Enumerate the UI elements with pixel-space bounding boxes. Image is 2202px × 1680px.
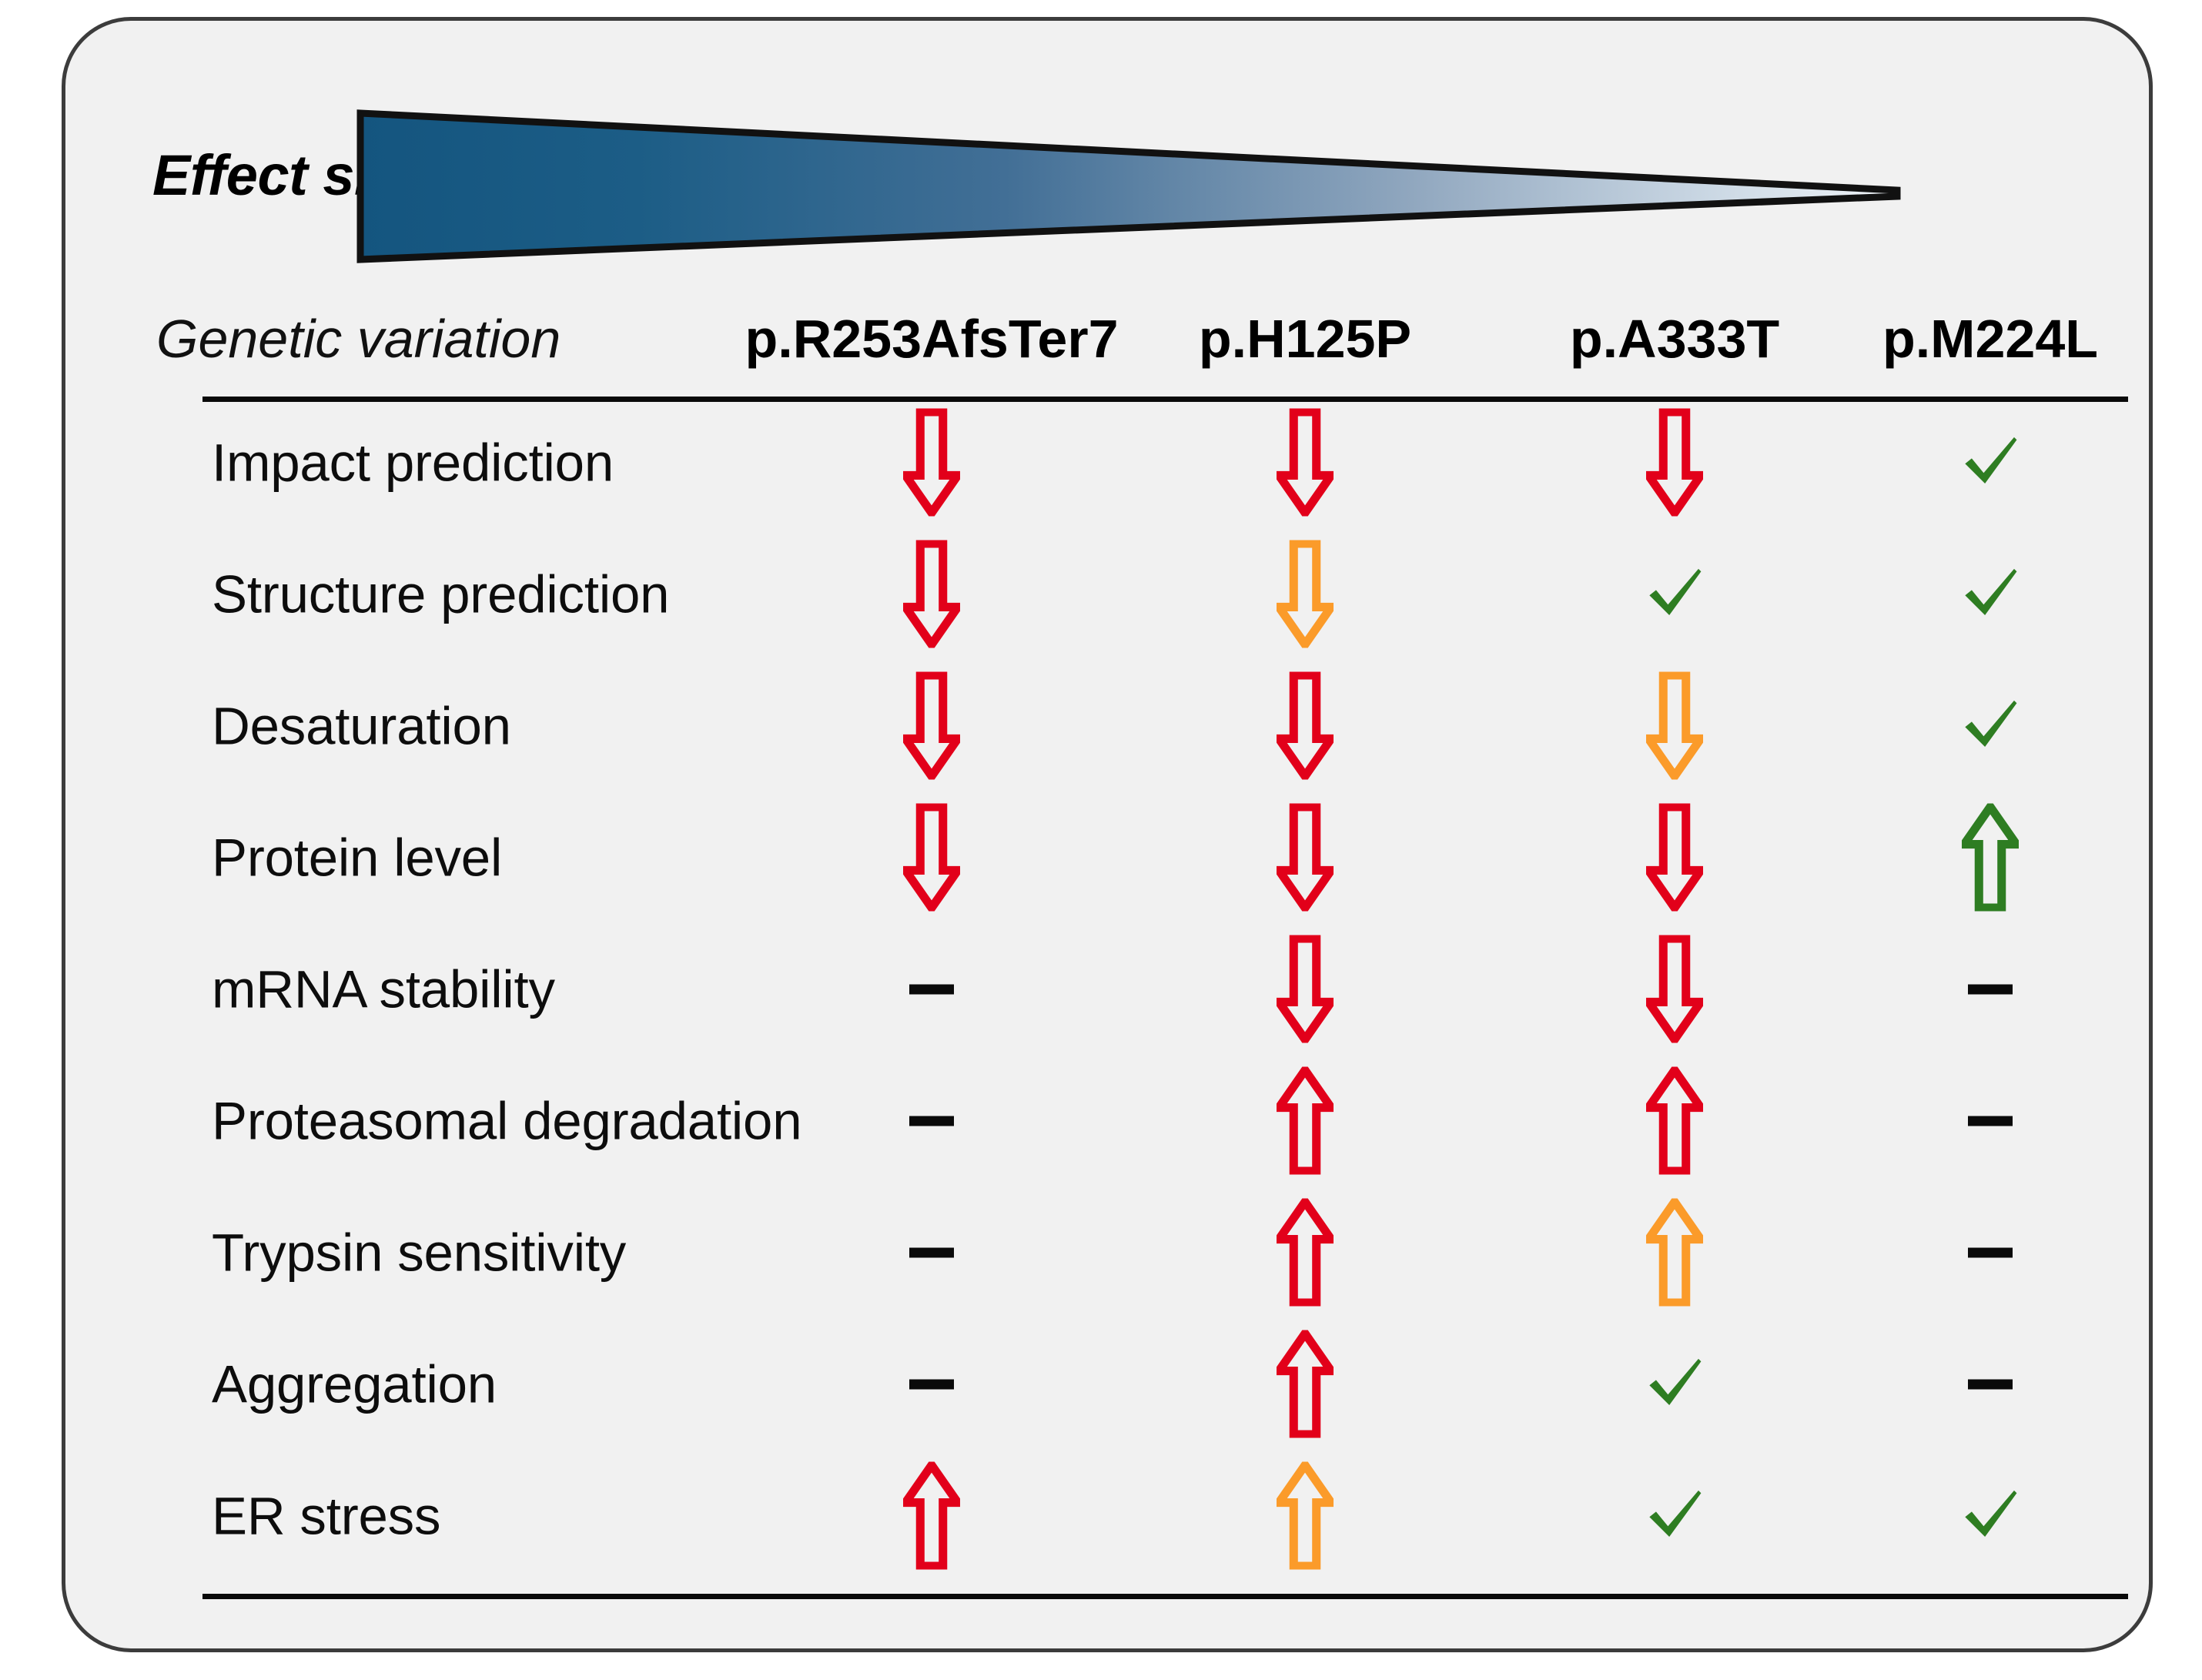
dash-icon xyxy=(909,1247,954,1257)
cell-arrow-up-orange-icon xyxy=(1190,1450,1421,1581)
cell-check-green-icon xyxy=(1875,1450,2106,1581)
table-row: Structure prediction xyxy=(65,528,2149,660)
cell-arrow-down-red-icon xyxy=(1190,397,1421,528)
column-header-p-r253afster7: p.R253AfsTer7 xyxy=(745,309,1119,369)
column-header-p-a333t: p.A333T xyxy=(1569,309,1780,369)
cell-check-green-icon xyxy=(1875,397,2106,528)
header-rule xyxy=(202,397,2128,402)
table-row: Desaturation xyxy=(65,660,2149,791)
dash-icon xyxy=(1968,1247,2013,1257)
figure-frame: Effect size Genetic variation p xyxy=(62,17,2153,1652)
dash-icon xyxy=(909,1116,954,1126)
cell-arrow-down-red-icon xyxy=(1559,923,1790,1055)
cell-check-green-icon xyxy=(1559,528,1790,660)
row-label: Proteasomal degradation xyxy=(212,1091,802,1150)
row-label: Desaturation xyxy=(212,696,511,755)
column-header-p-m224l: p.M224L xyxy=(1882,309,2099,369)
column-header-row: Genetic variation p.R253AfsTer7 p.H125P … xyxy=(65,294,2149,394)
cell-arrow-down-red-icon xyxy=(1190,791,1421,923)
cell-arrow-up-red-icon xyxy=(1190,1186,1421,1318)
cell-arrow-down-red-icon xyxy=(816,397,1047,528)
cell-arrow-down-red-icon xyxy=(816,660,1047,791)
cell-dash-cell xyxy=(816,1318,1047,1450)
effect-size-gradient-wedge xyxy=(356,109,1901,263)
dash-icon xyxy=(1968,1116,2013,1126)
dash-icon xyxy=(1968,1379,2013,1389)
table-row: ER stress xyxy=(65,1450,2149,1581)
cell-check-green-icon xyxy=(1875,528,2106,660)
footer-rule xyxy=(202,1594,2128,1599)
row-label: Impact prediction xyxy=(212,433,614,492)
cell-arrow-down-red-icon xyxy=(816,791,1047,923)
cell-dash-cell xyxy=(816,923,1047,1055)
dash-icon xyxy=(909,1379,954,1389)
row-label: ER stress xyxy=(212,1486,441,1545)
table-row: Trypsin sensitivity xyxy=(65,1186,2149,1318)
cell-arrow-up-red-icon xyxy=(816,1450,1047,1581)
table-row: Proteasomal degradation xyxy=(65,1055,2149,1186)
row-header-label: Genetic variation xyxy=(156,309,561,369)
dash-icon xyxy=(909,984,954,994)
cell-arrow-up-red-icon xyxy=(1190,1055,1421,1186)
cell-arrow-down-orange-icon xyxy=(1190,528,1421,660)
cell-dash-cell xyxy=(1875,1186,2106,1318)
row-label: Structure prediction xyxy=(212,564,670,624)
row-label: Trypsin sensitivity xyxy=(212,1223,627,1282)
row-label: Protein level xyxy=(212,828,503,887)
dash-icon xyxy=(1968,984,2013,994)
cell-dash-cell xyxy=(1875,1318,2106,1450)
cell-arrow-down-red-icon xyxy=(816,528,1047,660)
effect-size-row: Effect size xyxy=(65,98,2149,283)
cell-arrow-down-orange-icon xyxy=(1559,660,1790,791)
table-row: Protein level xyxy=(65,791,2149,923)
cell-check-green-icon xyxy=(1559,1318,1790,1450)
row-label: mRNA stability xyxy=(212,959,555,1019)
cell-check-green-icon xyxy=(1559,1450,1790,1581)
table-row: Impact prediction xyxy=(65,397,2149,528)
cell-arrow-up-red-icon xyxy=(1190,1318,1421,1450)
cell-arrow-down-red-icon xyxy=(1190,660,1421,791)
cell-arrow-up-green-icon xyxy=(1875,791,2106,923)
cell-dash-cell xyxy=(1875,923,2106,1055)
cell-dash-cell xyxy=(816,1186,1047,1318)
cell-arrow-down-red-icon xyxy=(1190,923,1421,1055)
cell-check-green-icon xyxy=(1875,660,2106,791)
cell-dash-cell xyxy=(816,1055,1047,1186)
column-header-p-h125p: p.H125P xyxy=(1198,309,1412,369)
cell-arrow-down-red-icon xyxy=(1559,397,1790,528)
table-row: mRNA stability xyxy=(65,923,2149,1055)
cell-dash-cell xyxy=(1875,1055,2106,1186)
cell-arrow-down-red-icon xyxy=(1559,791,1790,923)
cell-arrow-up-orange-icon xyxy=(1559,1186,1790,1318)
row-label: Aggregation xyxy=(212,1354,497,1414)
table-row: Aggregation xyxy=(65,1318,2149,1450)
cell-arrow-up-red-icon xyxy=(1559,1055,1790,1186)
